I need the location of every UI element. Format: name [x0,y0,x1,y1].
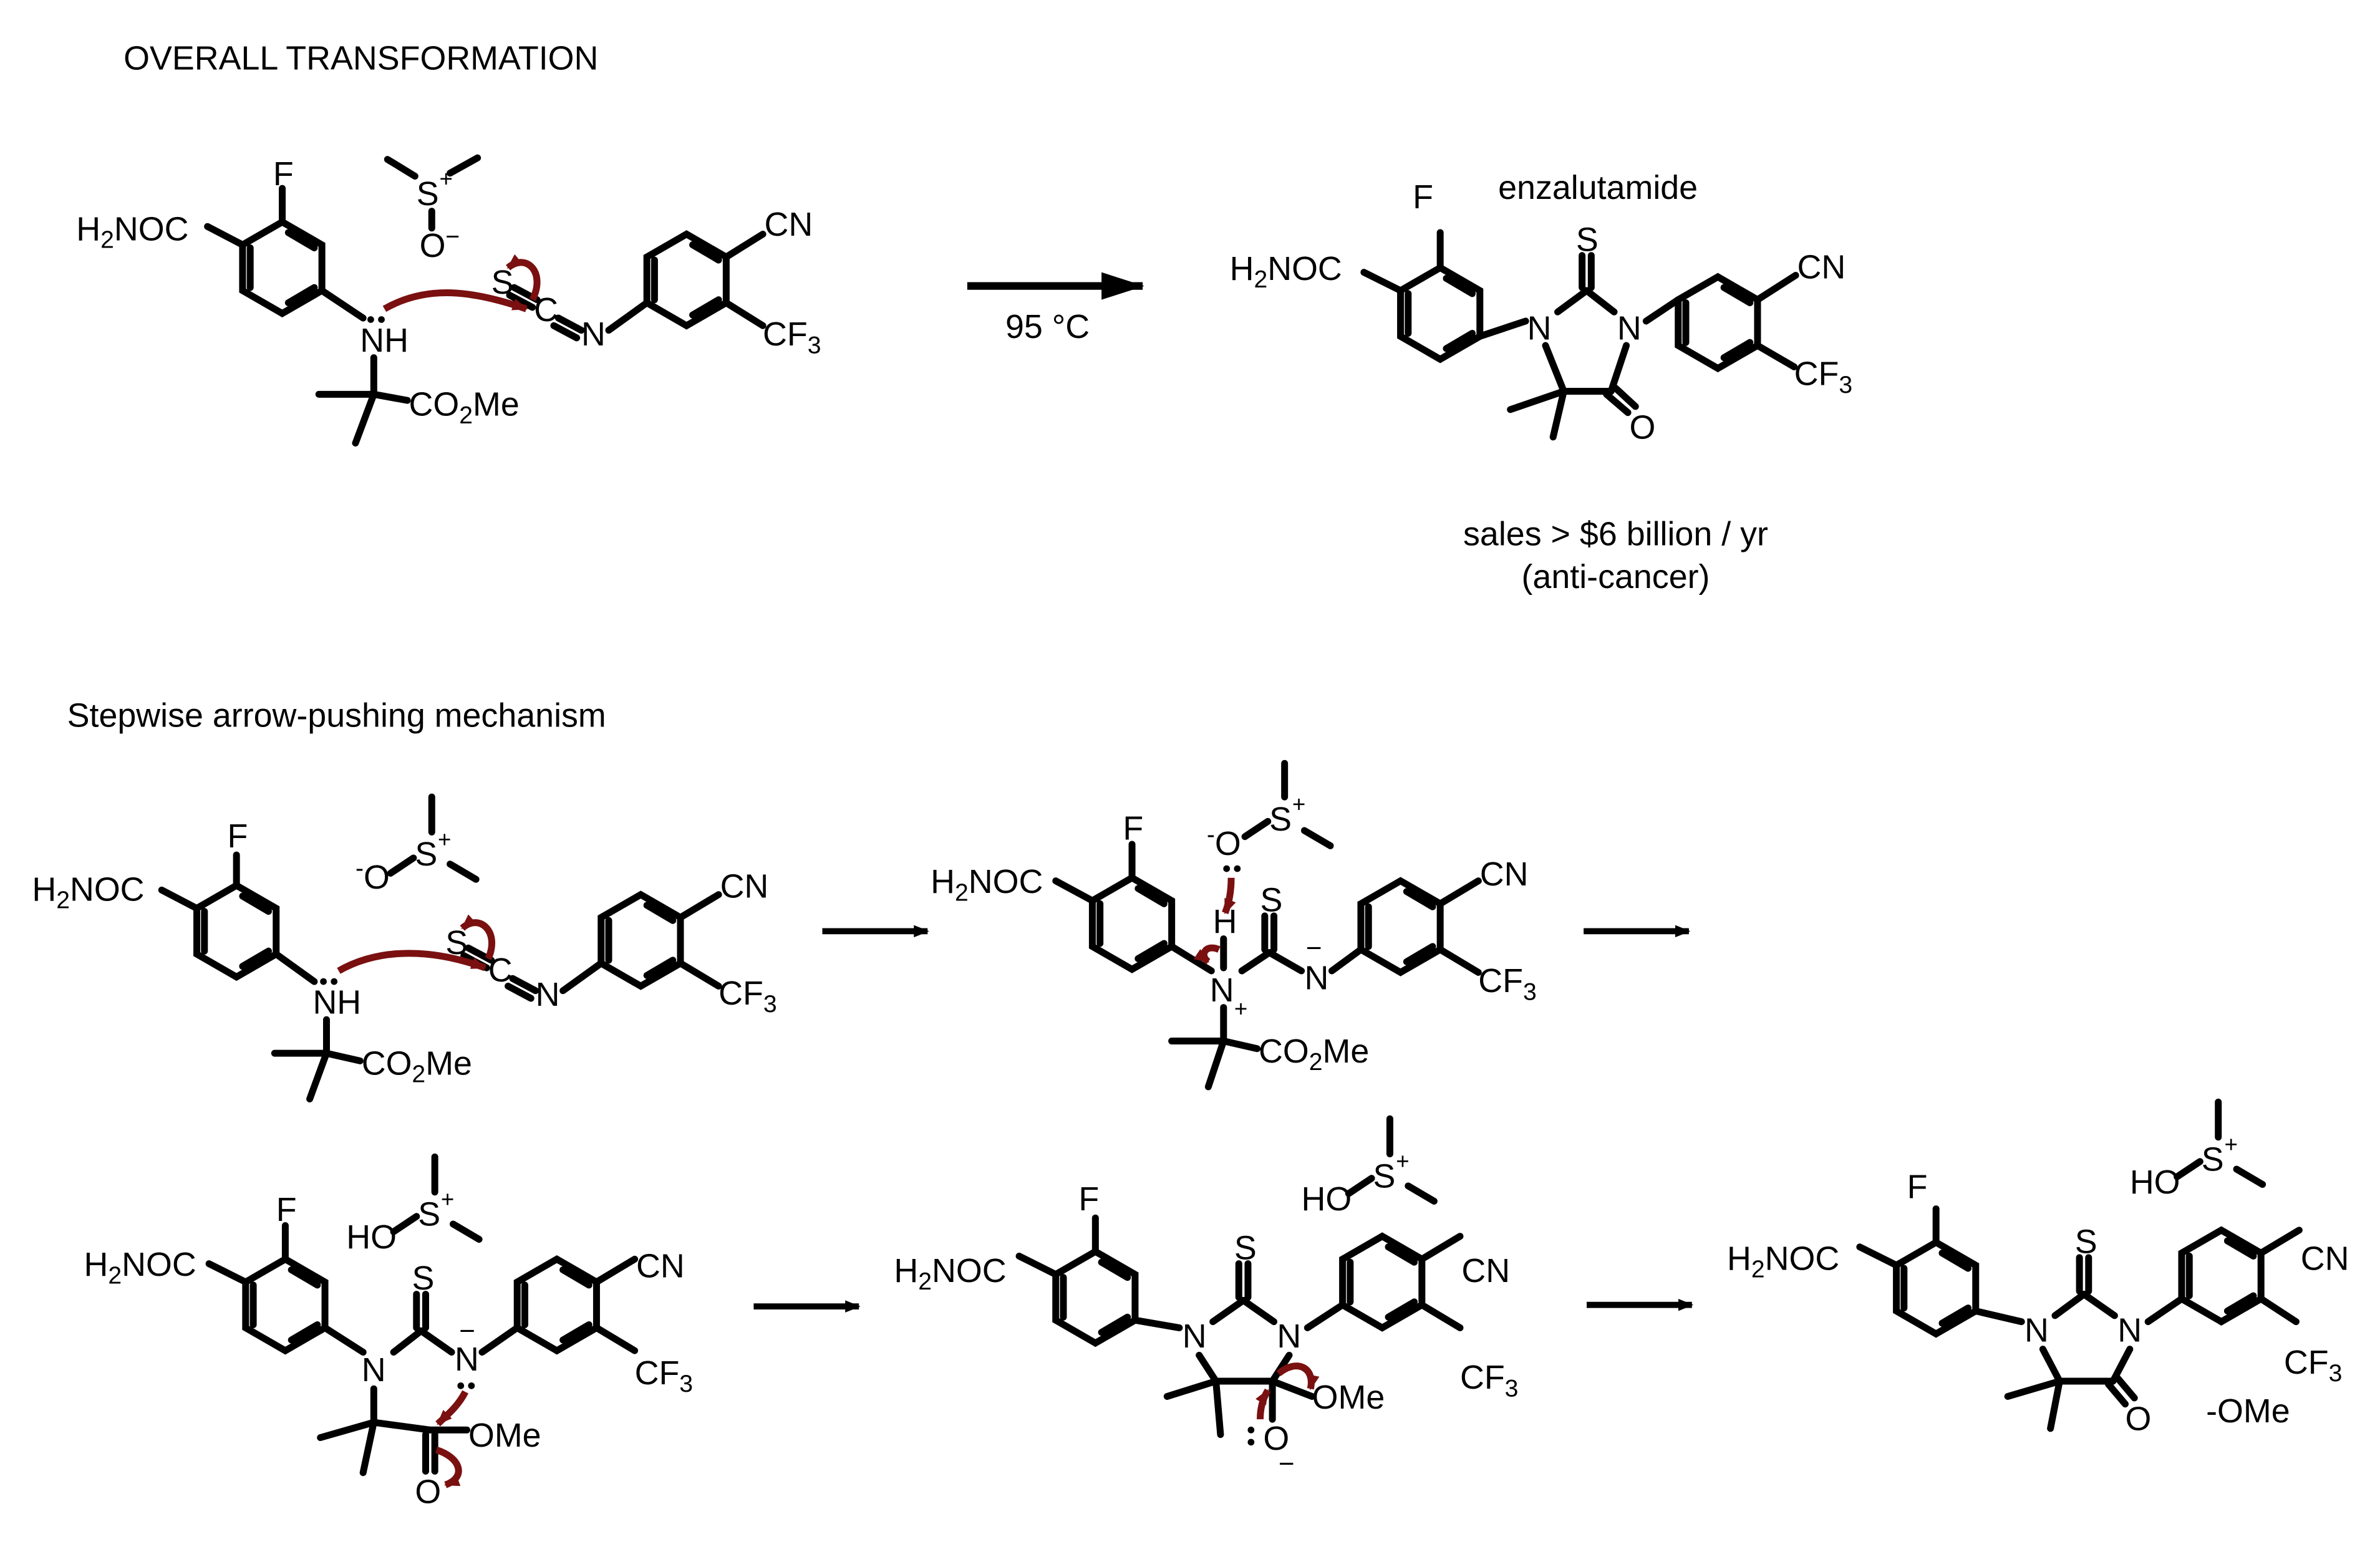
svg-text:O: O [1629,408,1655,446]
svg-text:N: N [536,976,560,1013]
svg-text:N: N [1183,1318,1207,1355]
svg-text:CN: CN [2301,1240,2349,1277]
atom-amine-nh: NH [360,322,409,359]
svg-text:S: S [1576,221,1599,258]
svg-text:S: S [418,1195,440,1233]
svg-text:F: F [1413,178,1433,216]
svg-text:CF3: CF3 [2284,1344,2342,1387]
svg-text:CN: CN [720,868,769,905]
step3-thiourea: F H2NOC N S N − CN CF3 OMe O HO S + [84,1153,693,1511]
svg-text:O: O [1263,1420,1289,1457]
svg-text:H2NOC: H2NOC [84,1246,196,1289]
svg-text:N: N [455,1341,479,1378]
reaction-temperature: 95 °C [1005,308,1090,345]
svg-text:HO: HO [1302,1180,1352,1218]
svg-text:+: + [441,1187,454,1212]
arrow-amine-attack [382,289,528,312]
svg-text:H2NOC: H2NOC [32,870,144,914]
svg-text:CO2Me: CO2Me [362,1044,472,1087]
step4-tetrahedral-intermediate: F H2NOC N S N OMe O − CN CF3 HO S + [894,1115,1518,1479]
svg-text:NH: NH [312,983,361,1021]
svg-text:+: + [439,166,452,192]
svg-text:+: + [1234,996,1247,1021]
product-sales: sales > $6 billion / yr [1463,516,1768,553]
svg-text:-O: -O [1207,822,1241,863]
svg-text:CN: CN [1461,1252,1510,1290]
svg-text:CF3: CF3 [718,975,776,1018]
atom-sulfonium: S [417,175,439,213]
svg-text:S: S [1260,882,1283,919]
svg-text:CO2Me: CO2Me [1259,1033,1369,1076]
svg-text:N: N [1304,959,1328,996]
svg-text:−: − [445,224,460,251]
svg-text:CF3: CF3 [1478,962,1536,1005]
atom-fluorine: F [273,155,294,193]
svg-text:H2NOC: H2NOC [894,1252,1006,1295]
methoxide-leaving-group: -OMe [2206,1392,2290,1430]
svg-text:N: N [1277,1318,1301,1355]
svg-text:+: + [1396,1149,1409,1174]
svg-text:N: N [1527,309,1552,347]
svg-text:O: O [415,1473,441,1511]
overall-product-enzalutamide: enzalutamide F H2NOC N S N O CN CF3 [1230,169,1853,595]
svg-text:S: S [1234,1229,1257,1266]
svg-text:+: + [2224,1132,2237,1157]
svg-text:CF3: CF3 [1794,355,1852,398]
svg-text:OMe: OMe [1312,1379,1385,1416]
svg-text:S: S [1269,801,1292,838]
svg-text:N: N [2117,1311,2142,1349]
product-name: enzalutamide [1498,169,1698,206]
svg-text:CN: CN [1480,856,1529,893]
svg-text:F: F [1907,1168,1928,1205]
svg-text:HO: HO [2130,1164,2180,1201]
step5-product: F H2NOC N S N O CN CF3 -OMe HO S + [1727,1098,2349,1437]
svg-text:N: N [1617,309,1642,347]
svg-text:O: O [2125,1400,2151,1437]
overall-starting-amine: F H2NOC NH CO2Me [76,155,520,447]
svg-text:+: + [1292,792,1305,817]
svg-text:S: S [2202,1140,2224,1178]
svg-text:CN: CN [1797,248,1846,286]
label-carboxamide: H2NOC [76,210,188,253]
svg-text:F: F [1123,810,1143,847]
svg-text:−: − [1306,933,1322,963]
step2-zwitterion: F H2NOC N + H S N − CN CF3 CO2Me -O S + [931,759,1537,1091]
svg-text:N: N [2024,1311,2049,1349]
svg-text:N: N [362,1351,386,1389]
svg-text:F: F [276,1191,297,1228]
heading-overall: OVERALL TRANSFORMATION [123,39,598,77]
svg-text:H2NOC: H2NOC [1727,1240,1839,1283]
svg-text:HO: HO [346,1218,397,1256]
atom-sulfoxide-oxygen: O [420,227,446,264]
label-ester: CO2Me [409,386,520,429]
svg-text:−: − [1279,1449,1295,1479]
product-use: (anti-cancer) [1522,558,1710,595]
svg-text:S: S [412,1260,434,1297]
atom-nitrogen: N [581,316,606,353]
svg-text:CF3: CF3 [1460,1359,1518,1402]
label-nitrile: CN [765,206,813,243]
svg-text:OMe: OMe [468,1417,541,1454]
svg-text:S: S [2075,1223,2097,1261]
svg-text:S: S [415,836,437,873]
svg-text:+: + [438,827,451,852]
svg-text:-O: -O [356,855,390,896]
label-carboxamide: H2NOC [1230,250,1342,293]
svg-text:−: − [459,1316,475,1346]
overall-isothiocyanate: S C N CN CF3 [491,206,821,359]
svg-text:CF3: CF3 [635,1354,693,1397]
svg-text:F: F [1078,1180,1099,1218]
svg-text:H2NOC: H2NOC [931,863,1043,906]
svg-text:S: S [1373,1157,1396,1195]
svg-text:F: F [227,817,248,855]
svg-text:CN: CN [636,1248,685,1285]
label-trifluoromethyl: CF3 [763,316,821,359]
step1-reactants: F H2NOC NH CO2Me -O S + S C N CN CF3 [32,793,777,1102]
overall-dmso: S + O − [384,154,481,264]
arrow-cs-pi [506,254,541,302]
svg-text:N: N [1210,971,1234,1009]
heading-mechanism: Stepwise arrow-pushing mechanism [67,697,606,735]
